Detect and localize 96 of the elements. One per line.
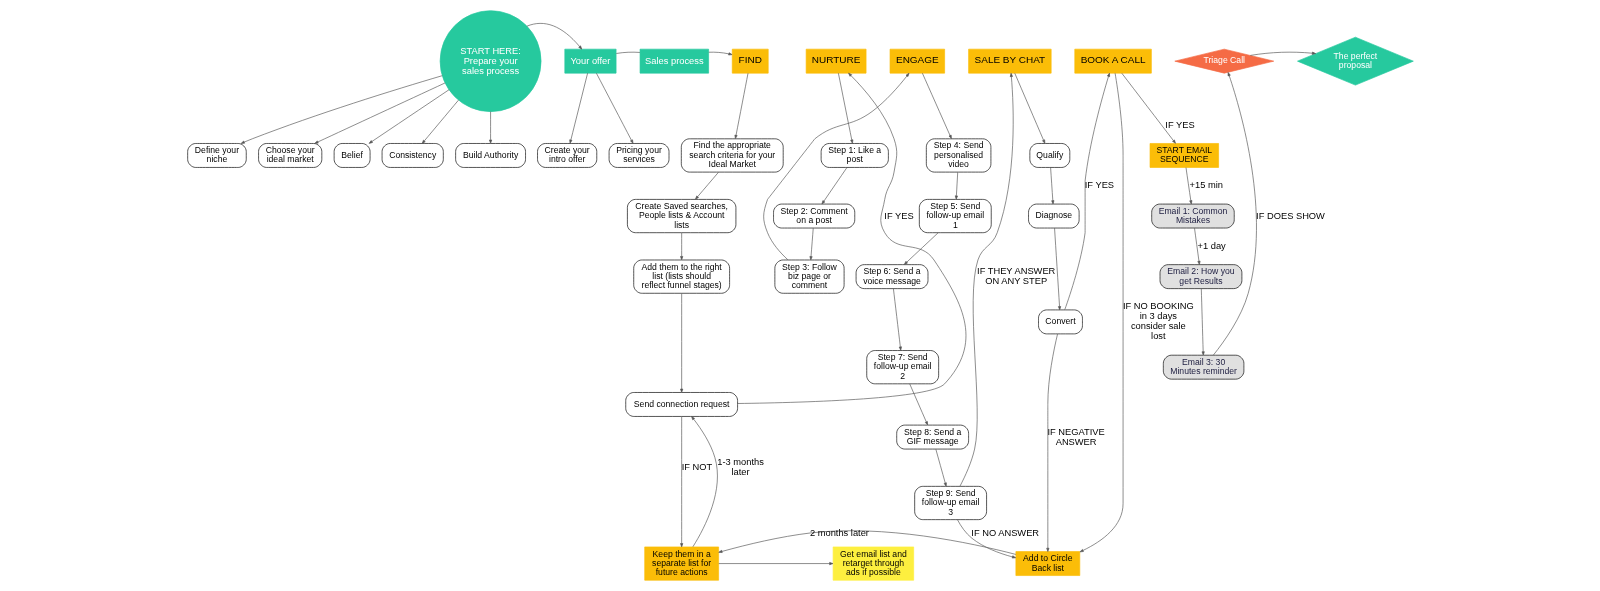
node-box: Step 4: Send personalised video	[925, 138, 991, 173]
node-box: Belief	[333, 143, 370, 168]
node-box: Get email list and retarget through ads if possible	[832, 546, 914, 581]
arrow	[526, 23, 582, 50]
arrow	[694, 172, 719, 200]
node-box: Email 3: 30 Minutes reminder	[1162, 354, 1244, 380]
node-box: Diagnose	[1027, 203, 1079, 229]
edge-label: 1-3 months later	[716, 457, 764, 478]
arrow	[679, 232, 683, 261]
node-box: Define your niche	[186, 143, 247, 168]
arrow	[1063, 72, 1110, 311]
arrow	[921, 72, 952, 139]
node-box: Step 6: Send a voice message	[855, 264, 928, 289]
arrow	[679, 416, 683, 548]
arrow	[959, 72, 1014, 487]
arrow	[1212, 72, 1257, 356]
arrow	[762, 72, 909, 261]
node-box: BOOK A CALL	[1073, 48, 1152, 74]
arrow	[1045, 333, 1058, 552]
edge-label: +1 day	[1196, 240, 1226, 251]
node-box: Step 9: Send follow-up email 3	[913, 486, 987, 520]
arrow	[368, 89, 449, 144]
edge-label: IF YES	[883, 210, 914, 221]
arrow	[595, 72, 633, 144]
arrow	[892, 288, 902, 351]
node-box: START EMAIL SEQUENCE	[1149, 143, 1219, 168]
node-box: Create Saved searches, People lists & Account lists	[626, 199, 736, 234]
arrow	[1053, 227, 1061, 311]
node-box: Keep them in a separate list for future actions	[643, 546, 719, 581]
edge-label: IF YES	[1084, 180, 1114, 191]
arrow	[679, 293, 683, 393]
arrow	[488, 111, 492, 144]
node-box: FIND	[731, 48, 769, 74]
node-box: Sales process	[639, 48, 709, 74]
arrow	[734, 72, 748, 139]
arrow	[903, 232, 938, 265]
arrow	[707, 51, 732, 56]
node-box: Pricing your services	[608, 143, 669, 168]
node-box: Your offer	[564, 48, 616, 74]
arrow	[690, 416, 718, 548]
arrow	[1079, 72, 1123, 553]
arrow	[908, 383, 928, 426]
arrow	[240, 75, 443, 144]
node-box: Convert	[1037, 309, 1083, 335]
arrow	[717, 530, 1016, 555]
arrow	[313, 82, 445, 144]
arrow	[1013, 72, 1045, 144]
node-box: Consistency	[381, 143, 444, 168]
arrow	[1200, 288, 1205, 356]
node-box: Add to Circle Back list	[1015, 551, 1080, 576]
edge-label: IF NOT	[681, 462, 712, 473]
node-box: Qualify	[1029, 143, 1070, 168]
node-box: Step 7: Send follow-up email 2	[865, 350, 939, 385]
arrow	[1120, 72, 1176, 144]
arrow	[837, 72, 853, 144]
edge-label: IF NEGATIVE ANSWER	[1046, 426, 1105, 447]
node-box: Build Authority	[454, 143, 526, 168]
arrow	[821, 167, 847, 205]
arrow	[421, 99, 459, 144]
node-box: Create your intro offer	[536, 143, 597, 168]
arrow	[1249, 51, 1316, 56]
node-box: NURTURE	[805, 48, 866, 74]
node-diamond: Triage Call	[1173, 48, 1274, 74]
arrow	[935, 448, 947, 487]
node-box: Add them to the right list (lists should reflect funnel stages)	[632, 259, 730, 294]
node-box: Step 3: Follow biz page or comment	[774, 259, 844, 294]
node-circle: START HERE: Prepare your sales process	[439, 10, 541, 112]
node-box: ENGAGE	[889, 48, 945, 74]
arrow	[1049, 167, 1054, 205]
edge-label: IF THEY ANSWER ON ANY STEP	[976, 266, 1055, 287]
node-box: Find the appropriate search criteria for your Ideal Market	[680, 138, 784, 173]
arrow	[1193, 227, 1200, 265]
arrow	[954, 172, 958, 200]
arrow	[1185, 167, 1192, 205]
node-box: Choose your ideal market	[257, 143, 322, 168]
node-box: Step 8: Send a GIF message	[895, 424, 969, 450]
edge-label: IF NO BOOKING in 3 days consider sale lost	[1122, 301, 1194, 342]
node-box: SALE BY CHAT	[967, 48, 1051, 74]
arrow	[736, 72, 966, 404]
edge-label: 2 months later	[809, 527, 869, 538]
connector	[615, 51, 640, 54]
arrow	[809, 227, 814, 261]
node-box: Step 5: Send follow-up email 1	[918, 199, 992, 234]
edge-label: IF NO ANSWER	[970, 527, 1039, 538]
edge-label: IF DOES SHOW	[1255, 210, 1325, 221]
node-box: Email 2: How you get Results	[1159, 264, 1242, 289]
arrow	[956, 519, 1016, 559]
node-box: Step 2: Comment on a post	[772, 203, 855, 229]
node-box: Send connection request	[624, 392, 738, 417]
node-diamond: The perfect proposal	[1296, 36, 1414, 86]
arrow	[568, 72, 588, 144]
edge-label: +15 min	[1189, 180, 1223, 191]
edge-label: IF YES	[1164, 119, 1195, 130]
node-box: Email 1: Common Mistakes	[1150, 203, 1235, 229]
node-box: Step 1: Like a post	[820, 143, 889, 168]
arrow	[717, 562, 833, 566]
